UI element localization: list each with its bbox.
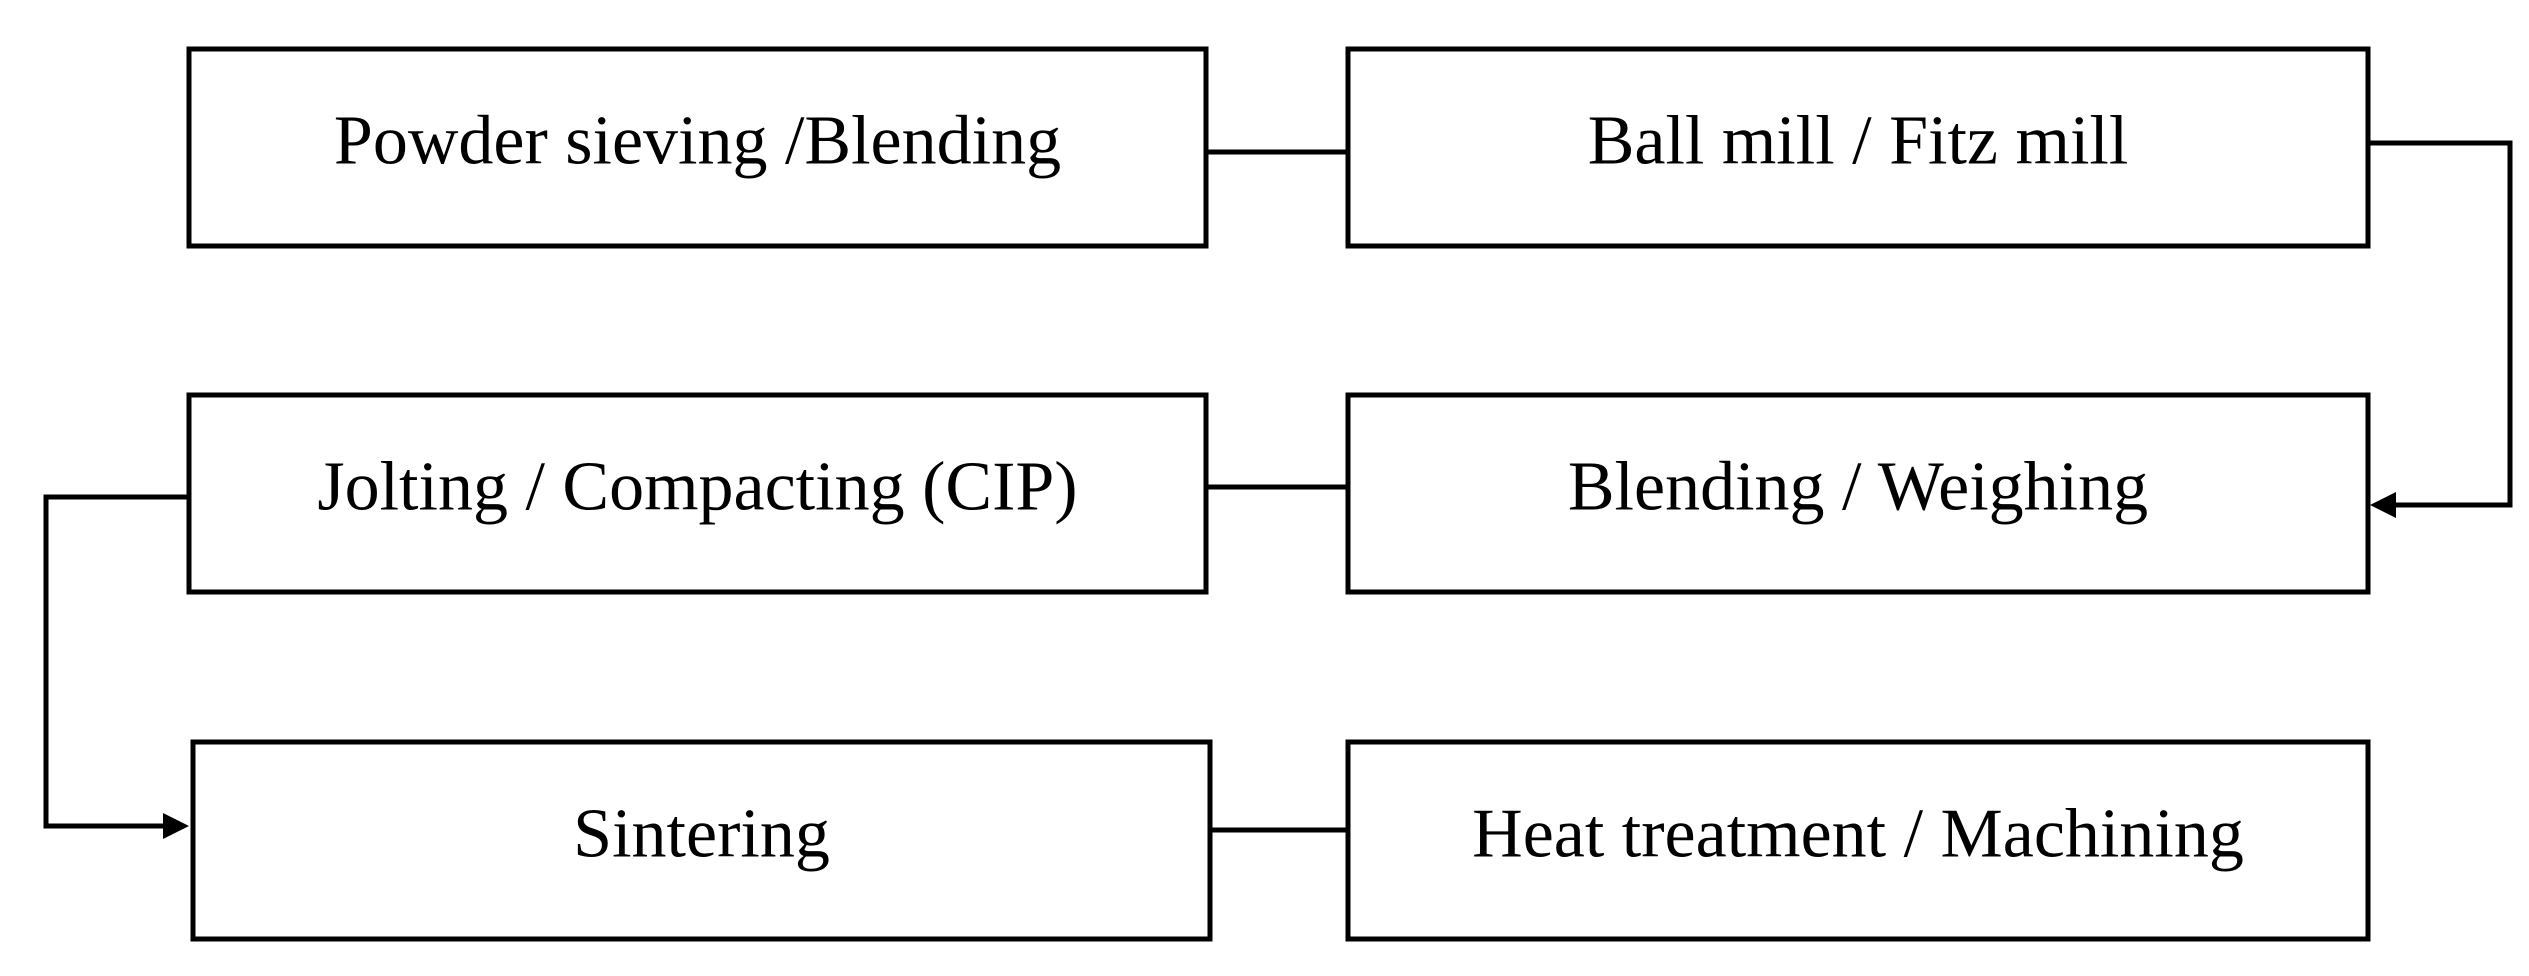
step-box xyxy=(186,46,1209,249)
step-jolting-compacting: Jolting / Compacting (CIP) xyxy=(186,392,1209,595)
step-box xyxy=(1345,739,2371,942)
step-powder-sieving: Powder sieving /Blending xyxy=(186,46,1209,249)
connector-ball-mill-to-blending-weighing xyxy=(2368,140,2513,508)
step-label: Heat treatment / Machining xyxy=(1472,796,2244,873)
arrowhead-into-sintering xyxy=(163,813,189,839)
step-label: Jolting / Compacting (CIP) xyxy=(317,449,1077,526)
step-label: Blending / Weighing xyxy=(1568,449,2148,526)
step-ball-mill: Ball mill / Fitz mill xyxy=(1345,46,2371,249)
step-box xyxy=(1345,392,2371,595)
step-heat-treatment: Heat treatment / Machining xyxy=(1345,739,2371,942)
arrowhead-into-blending-weighing xyxy=(2370,492,2396,518)
step-box xyxy=(190,739,1213,942)
step-box xyxy=(1345,46,2371,249)
step-blending-weighing: Blending / Weighing xyxy=(1345,392,2371,595)
step-label: Ball mill / Fitz mill xyxy=(1588,103,2129,180)
step-sintering: Sintering xyxy=(190,739,1213,942)
connector-jolting-compacting-to-sintering xyxy=(43,494,189,829)
connectors xyxy=(43,140,2513,833)
arrowheads xyxy=(163,492,2396,839)
step-label: Sintering xyxy=(573,796,830,873)
step-label: Powder sieving /Blending xyxy=(334,103,1061,180)
step-box xyxy=(186,392,1209,595)
